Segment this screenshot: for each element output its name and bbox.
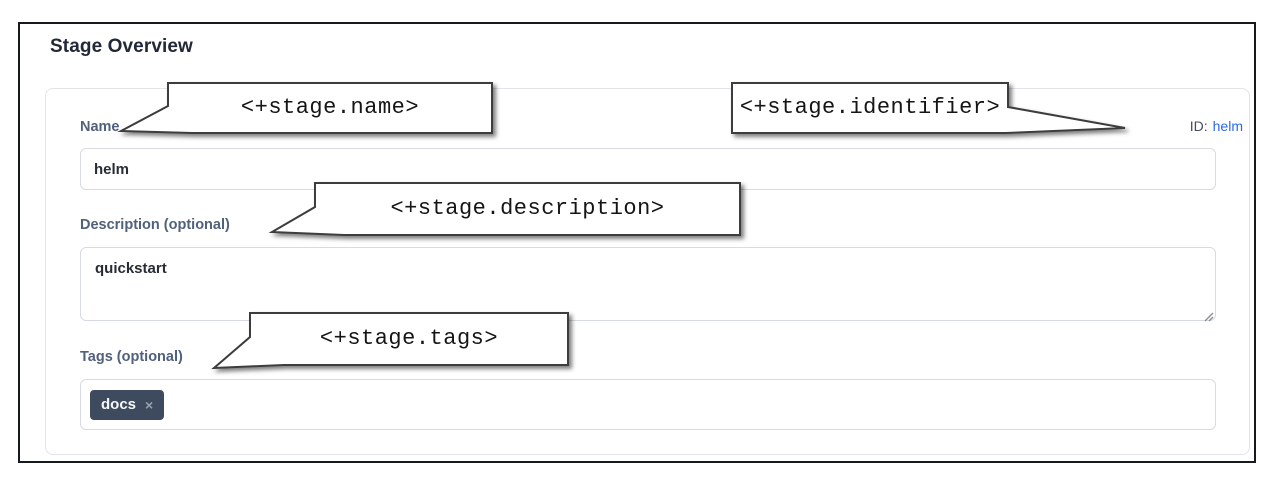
- tags-input[interactable]: docs ×: [80, 379, 1216, 430]
- textarea-resize-handle-icon[interactable]: [1203, 309, 1214, 322]
- description-textarea[interactable]: quickstart: [80, 247, 1216, 321]
- tag-pill-docs[interactable]: docs ×: [90, 389, 165, 420]
- page-title: Stage Overview: [50, 36, 193, 57]
- tags-label: Tags (optional): [80, 349, 183, 365]
- tag-text: docs: [101, 395, 137, 413]
- stage-id-label: ID:: [1189, 118, 1208, 134]
- tag-remove-icon[interactable]: ×: [145, 396, 154, 413]
- name-input[interactable]: [80, 148, 1216, 190]
- description-label: Description (optional): [80, 217, 230, 233]
- stage-id-value-link[interactable]: helm: [1212, 118, 1243, 134]
- stage-id: ID:helm: [1190, 118, 1243, 134]
- name-label: Name: [80, 119, 120, 135]
